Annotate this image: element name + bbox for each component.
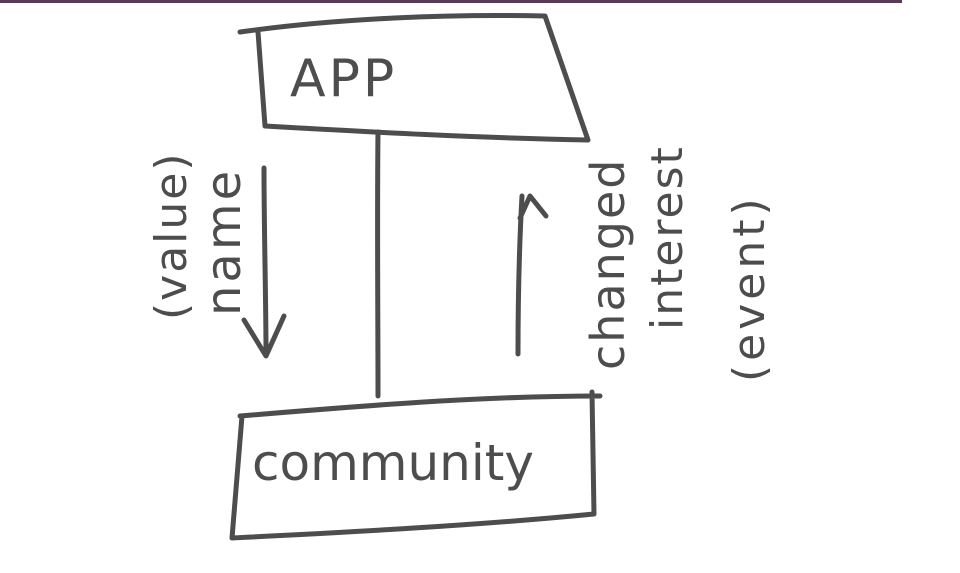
down-arrow xyxy=(241,165,287,359)
up-arrow-head xyxy=(517,193,549,221)
app-label: APP xyxy=(290,49,397,109)
community-label: community xyxy=(252,434,534,492)
community-box-outline xyxy=(229,389,603,541)
down-edge-label-value: (value) xyxy=(146,151,197,320)
up-edge-label-interest: interest xyxy=(642,145,693,330)
down-arrow-head xyxy=(241,313,287,359)
community-box xyxy=(229,389,603,541)
app-box xyxy=(237,13,591,143)
up-arrow xyxy=(515,193,549,357)
down-edge-label-name: name xyxy=(196,168,252,316)
top-rule xyxy=(0,0,902,3)
app-box-outline xyxy=(237,13,591,143)
up-edge-label-changed: changed xyxy=(581,158,635,371)
up-edge-label-event: (event) xyxy=(724,194,775,382)
down-arrow-shaft xyxy=(261,165,269,357)
